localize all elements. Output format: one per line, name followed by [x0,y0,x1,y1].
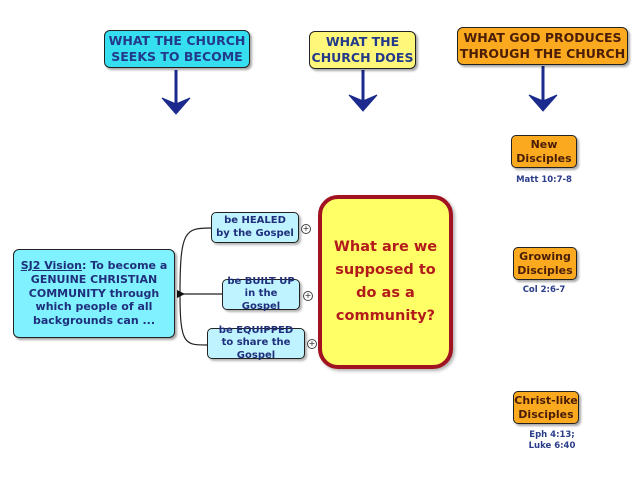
outcome-christlike-disciples: Christ-like Disciples [513,391,579,424]
header-seeks-to-become: WHAT THE CHURCH SEEKS TO BECOME [104,30,250,68]
header-god-produces: WHAT GOD PRODUCES THROUGH THE CHURCH [457,27,628,65]
connector-junction-icon [177,290,185,298]
expand-icon-equipped[interactable]: + [307,339,317,349]
header-church-does: WHAT THE CHURCH DOES [309,31,416,69]
outcome-ref-christlike: Eph 4:13; Luke 6:40 [528,430,576,452]
arrow-down-icon-1 [161,70,191,115]
expand-icon-built-up[interactable]: + [303,291,313,301]
expand-icon-healed[interactable]: + [301,224,311,234]
outcome-ref-new: Matt 10:7-8 [516,175,572,185]
vision-lead: SJ2 Vision [20,259,83,273]
branch-built-up: be BUILT UP in the Gospel [222,276,300,312]
vision-rest: : To become a GENUINE CHRISTIAN COMMUNIT… [28,259,168,328]
vision-box: SJ2 Vision: To become a GENUINE CHRISTIA… [13,249,175,338]
outcome-ref-growing: Col 2:6-7 [522,285,566,295]
outcome-new-disciples: New Disciples [511,135,577,168]
connector-equipped [179,293,208,346]
connector-healed [179,227,212,295]
branch-healed: be HEALED by the Gospel [211,212,299,243]
arrow-down-icon-2 [348,70,378,112]
branch-equipped: be EQUIPPED to share the Gospel [207,325,305,361]
arrow-down-icon-3 [528,66,558,112]
connector-lines [179,227,222,346]
outcome-growing-disciples: Growing Disciples [513,247,577,280]
vision-text: SJ2 Vision: To become a GENUINE CHRISTIA… [20,259,168,328]
central-question: What are we supposed to do as a communit… [318,195,453,369]
